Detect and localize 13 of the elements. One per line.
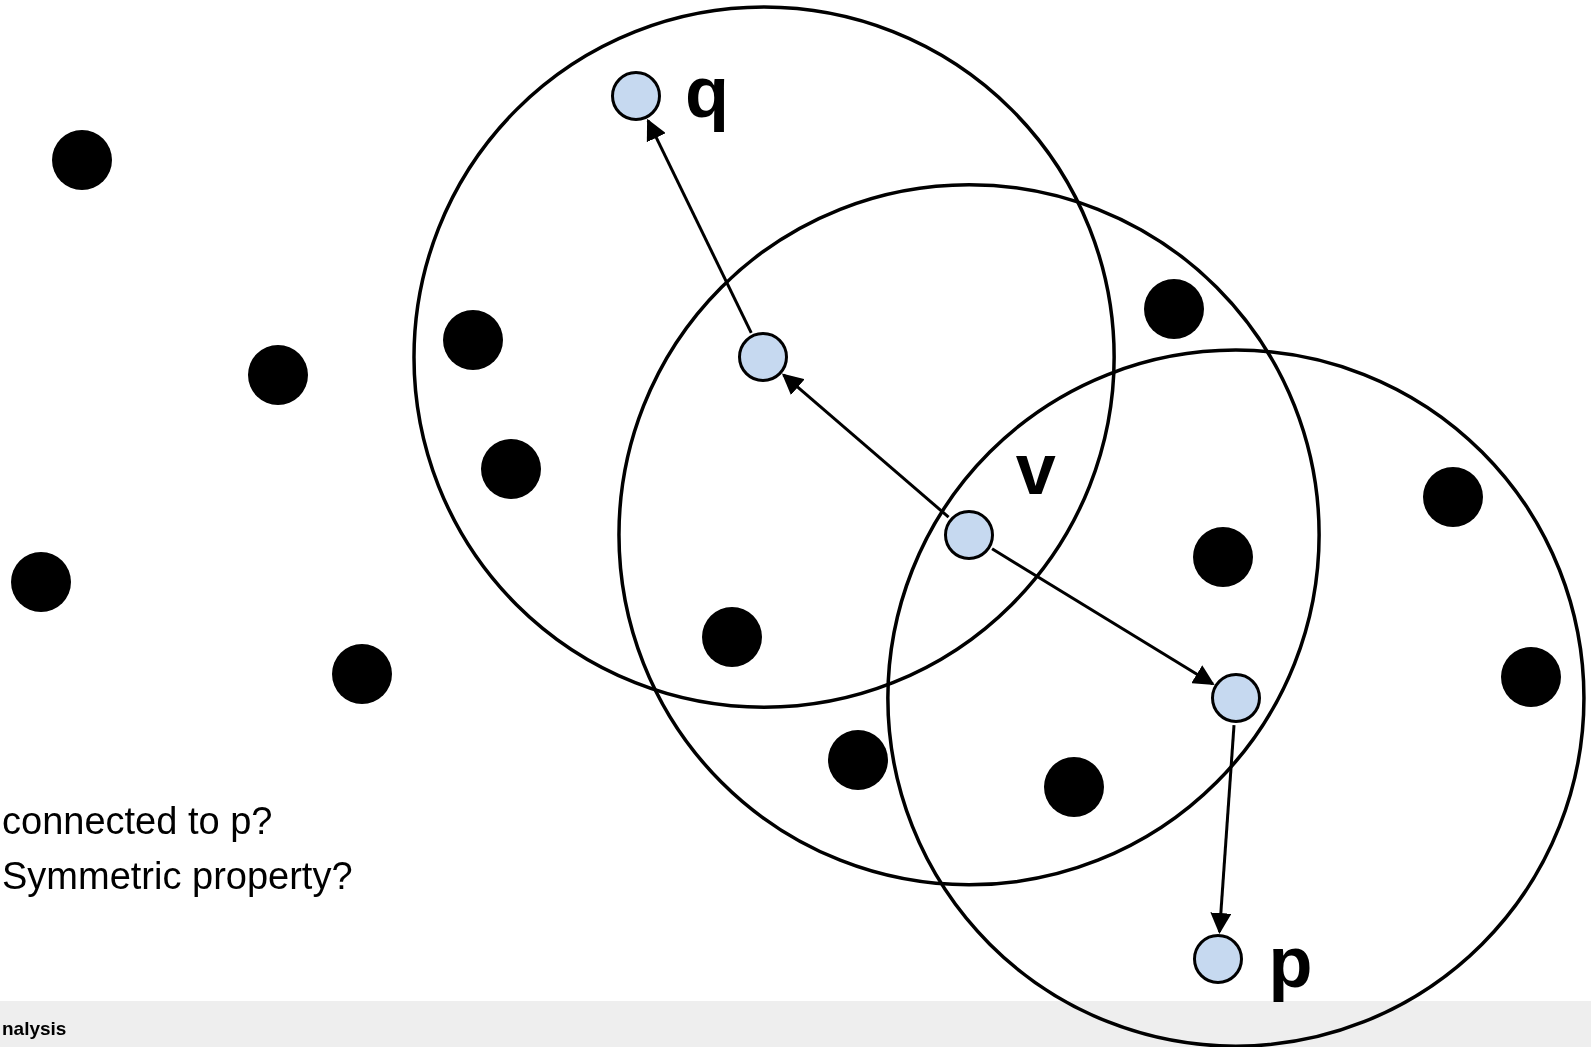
- arrow: [991, 547, 1215, 686]
- arrow: [1210, 724, 1236, 935]
- footer-text: nalysis: [2, 1018, 67, 1040]
- highlighted-point: [738, 332, 789, 383]
- arrow: [646, 118, 753, 334]
- point-label: v: [1015, 433, 1056, 506]
- highlighted-point: [611, 71, 662, 122]
- question-text: Symmetric property?: [2, 855, 353, 898]
- arrow: [781, 373, 950, 519]
- data-point: [828, 730, 889, 790]
- highlighted-point: [1210, 673, 1261, 724]
- question-text: connected to p?: [2, 800, 273, 843]
- highlighted-point: [944, 509, 995, 560]
